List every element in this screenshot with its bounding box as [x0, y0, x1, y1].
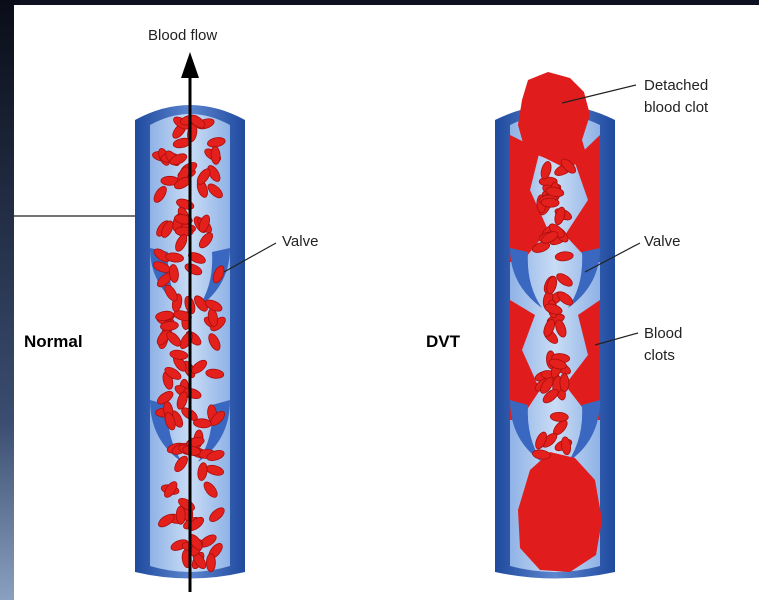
red-blood-cell — [541, 198, 559, 208]
red-blood-cell — [206, 554, 215, 572]
dvt-label: DVT — [426, 332, 460, 351]
valve-normal-label: Valve — [282, 232, 318, 251]
blood-clots-label-line1: Blood — [644, 324, 682, 343]
detached-clot-label-line2: blood clot — [644, 98, 708, 117]
valve-dvt-label: Valve — [644, 232, 680, 251]
blood-clots-label-line2: clots — [644, 346, 675, 365]
blood-flow-label: Blood flow — [148, 26, 217, 45]
dvt-vein — [495, 72, 615, 579]
red-blood-cell — [560, 374, 569, 392]
normal-label: Normal — [24, 332, 83, 351]
red-blood-cell — [176, 506, 185, 524]
detached-clot-label-line1: Detached — [644, 76, 708, 95]
